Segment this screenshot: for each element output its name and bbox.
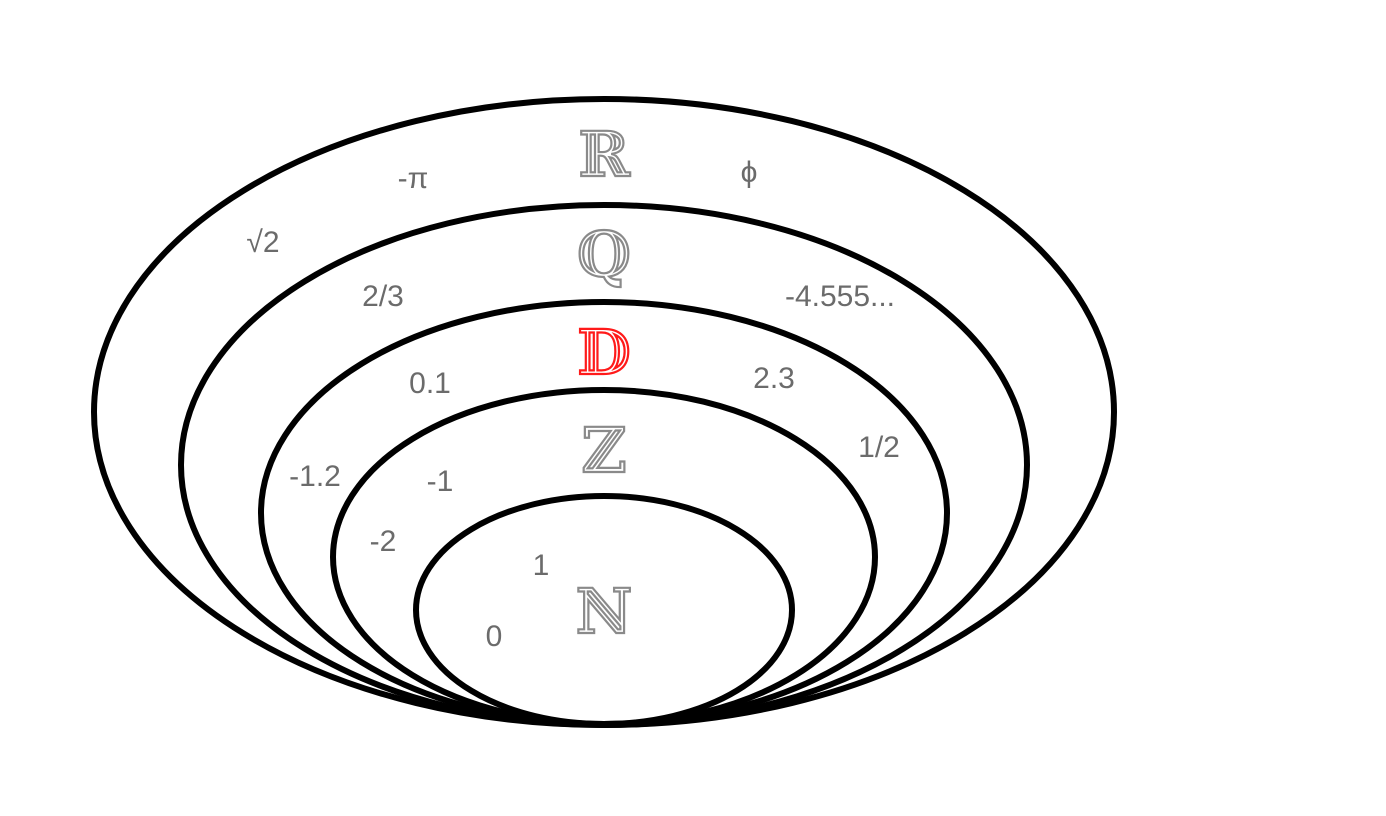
number-0-1: 0.1 bbox=[409, 367, 451, 400]
number-neg-1: -1 bbox=[427, 465, 454, 498]
number-sqrt2: √2 bbox=[246, 226, 279, 259]
naturals-symbol: ℕ bbox=[576, 575, 633, 648]
number-0: 0 bbox=[486, 620, 503, 653]
number-phi: ϕ bbox=[741, 156, 758, 189]
number-neg-pi: -π bbox=[398, 162, 429, 195]
number-2-3: 2.3 bbox=[753, 362, 795, 395]
naturals-set-boundary bbox=[413, 493, 795, 727]
number-neg-1-2: -1.2 bbox=[289, 460, 341, 493]
number-1: 1 bbox=[533, 549, 550, 582]
number-neg-4-555: -4.555... bbox=[785, 280, 895, 313]
number-one-half: 1/2 bbox=[858, 431, 900, 464]
reals-symbol: ℝ bbox=[578, 118, 630, 191]
number-neg-2: -2 bbox=[370, 525, 397, 558]
integers-symbol: ℤ bbox=[581, 414, 626, 487]
number-two-thirds: 2/3 bbox=[362, 280, 404, 313]
rationals-symbol: ℚ bbox=[577, 218, 631, 291]
decimals-symbol: 𝔻 bbox=[577, 316, 631, 389]
